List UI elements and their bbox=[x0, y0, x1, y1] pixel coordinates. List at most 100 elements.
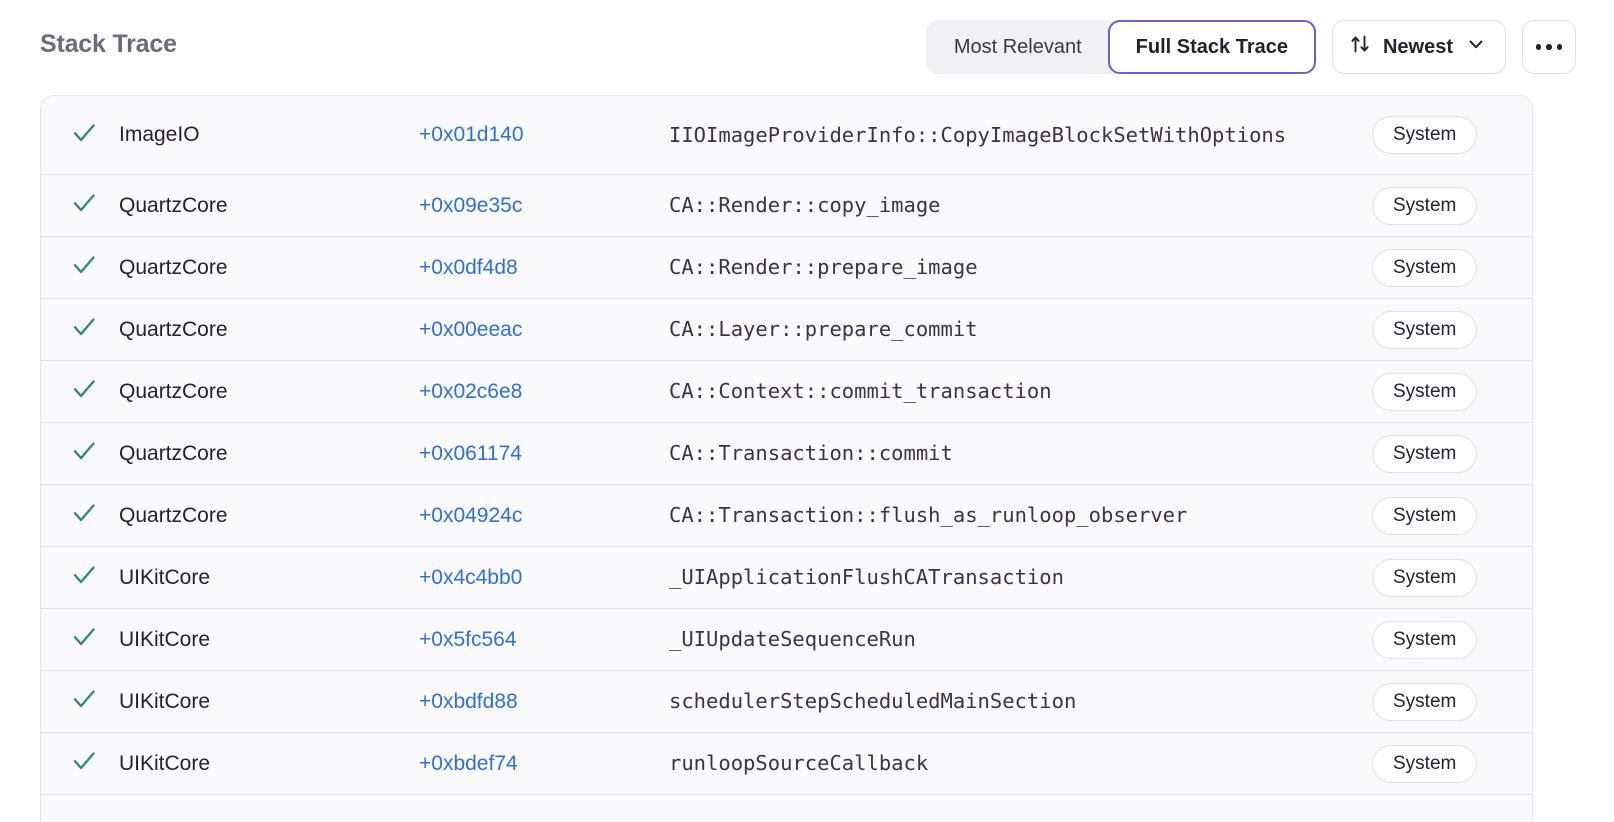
function-symbol: _UIApplicationFlushCATransaction bbox=[669, 565, 1064, 589]
function-symbol: IIOImageProviderInfo::CopyImageBlockSetW… bbox=[669, 122, 1287, 147]
badge-cell: System bbox=[1372, 116, 1532, 154]
badge-cell: System bbox=[1372, 310, 1532, 349]
checkmark-icon bbox=[71, 686, 97, 717]
badge-cell: System bbox=[1372, 620, 1532, 659]
row-status-cell[interactable] bbox=[41, 562, 119, 593]
function-symbol: schedulerStepScheduledMainSection bbox=[669, 689, 1077, 713]
tab-full-stack-trace[interactable]: Full Stack Trace bbox=[1107, 20, 1316, 74]
table-row[interactable]: UIKitCore +0xbdfd88 schedulerStepScheduled… bbox=[41, 671, 1532, 733]
checkmark-icon bbox=[71, 748, 97, 779]
binary-name: QuartzCore bbox=[119, 441, 228, 465]
address-offset-link[interactable]: +0x04924c bbox=[419, 503, 523, 527]
function-symbol: CA::Transaction::flush_as_runloop_observ… bbox=[669, 503, 1188, 527]
address-offset-link[interactable]: +0x02c6e8 bbox=[419, 379, 523, 403]
badge-cell: System bbox=[1372, 248, 1532, 287]
tab-most-relevant[interactable]: Most Relevant bbox=[925, 20, 1118, 74]
panel-header: Stack Trace Most Relevant Full Stack Tra… bbox=[0, 0, 1614, 95]
binary-name: QuartzCore bbox=[119, 379, 228, 403]
table-row[interactable]: QuartzCore +0x02c6e8 CA::Context::commit_t… bbox=[41, 361, 1532, 423]
row-status-cell[interactable] bbox=[41, 314, 119, 345]
address-offset-link[interactable]: +0x5fc564 bbox=[419, 627, 517, 651]
checkmark-icon bbox=[71, 314, 97, 345]
table-row[interactable]: UIKitCore +0x5fc564 _UIUpdateSequenceRun Sy… bbox=[41, 609, 1532, 671]
binary-name: QuartzCore bbox=[119, 193, 228, 217]
table-row[interactable]: ImageIO +0x01d140 IIOImageProviderInfo::Co… bbox=[41, 96, 1532, 175]
address-offset-link[interactable]: +0x01d140 bbox=[419, 123, 524, 146]
table-row[interactable]: QuartzCore +0x00eeac CA::Layer::prepare_co… bbox=[41, 299, 1532, 361]
table-row[interactable]: QuartzCore +0x04924c CA::Transaction::flus… bbox=[41, 485, 1532, 547]
row-status-cell[interactable] bbox=[41, 500, 119, 531]
table-row[interactable]: QuartzCore +0x061174 CA::Transaction::comm… bbox=[41, 423, 1532, 485]
function-symbol: runloopSourceCallback bbox=[669, 751, 929, 775]
stack-trace-mode-segmented-control[interactable]: Most Relevant Full Stack Trace bbox=[925, 20, 1316, 74]
address-offset-link[interactable]: +0x09e35c bbox=[419, 193, 523, 217]
status-badge: System bbox=[1372, 744, 1478, 783]
table-row[interactable]: QuartzCore +0x09e35c CA::Render::copy_imag… bbox=[41, 175, 1532, 237]
function-symbol: CA::Context::commit_transaction bbox=[669, 379, 1052, 403]
status-badge: System bbox=[1372, 434, 1478, 473]
checkmark-icon bbox=[71, 624, 97, 655]
address-offset-link[interactable]: +0xbdef74 bbox=[419, 751, 518, 775]
row-status-cell[interactable] bbox=[41, 748, 119, 779]
checkmark-icon bbox=[71, 376, 97, 407]
checkmark-icon bbox=[71, 438, 97, 469]
checkmark-icon bbox=[71, 190, 97, 221]
binary-name: UIKitCore bbox=[119, 689, 211, 713]
status-badge: System bbox=[1372, 372, 1478, 411]
status-badge: System bbox=[1372, 682, 1478, 721]
status-badge: System bbox=[1372, 186, 1478, 225]
row-status-cell[interactable] bbox=[41, 190, 119, 221]
status-badge: System bbox=[1372, 620, 1478, 659]
badge-cell: System bbox=[1372, 186, 1532, 225]
table-row[interactable]: UIKitCore +0xbdef74 runloopSourceCallback S… bbox=[41, 733, 1532, 795]
row-status-cell[interactable] bbox=[41, 686, 119, 717]
sort-button[interactable]: Newest bbox=[1331, 20, 1506, 74]
binary-name: ImageIO bbox=[119, 123, 200, 146]
row-status-cell[interactable] bbox=[41, 252, 119, 283]
badge-cell: System bbox=[1372, 682, 1532, 721]
checkmark-icon bbox=[71, 500, 97, 531]
binary-name: UIKitCore bbox=[119, 751, 211, 775]
function-symbol: CA::Render::prepare_image bbox=[669, 255, 978, 279]
function-symbol: CA::Transaction::commit bbox=[669, 441, 953, 465]
address-offset-link[interactable]: +0x4c4bb0 bbox=[419, 565, 523, 589]
table-row[interactable]: UIKitCore +0x4c4bb0 _UIApplicationFlushCAT… bbox=[41, 547, 1532, 609]
checkmark-icon bbox=[71, 120, 97, 151]
binary-name: UIKitCore bbox=[119, 627, 211, 651]
ellipsis-icon bbox=[1556, 44, 1563, 50]
binary-name: QuartzCore bbox=[119, 503, 228, 527]
status-badge: System bbox=[1372, 116, 1478, 154]
ellipsis-icon bbox=[1546, 44, 1552, 50]
page-title: Stack Trace bbox=[40, 30, 177, 58]
checkmark-icon bbox=[71, 562, 97, 593]
function-symbol: CA::Layer::prepare_commit bbox=[669, 317, 978, 341]
badge-cell: System bbox=[1372, 496, 1532, 535]
address-offset-link[interactable]: +0xbdfd88 bbox=[419, 689, 518, 713]
row-status-cell[interactable] bbox=[41, 624, 119, 655]
more-options-button[interactable] bbox=[1522, 20, 1576, 74]
binary-name: UIKitCore bbox=[119, 565, 211, 589]
address-offset-link[interactable]: +0x061174 bbox=[419, 441, 522, 465]
badge-cell: System bbox=[1372, 558, 1532, 597]
header-controls: Most Relevant Full Stack Trace Newest bbox=[925, 20, 1576, 74]
function-symbol: _UIUpdateSequenceRun bbox=[669, 627, 916, 651]
row-status-cell[interactable] bbox=[41, 438, 119, 469]
badge-cell: System bbox=[1372, 744, 1532, 783]
row-status-cell[interactable] bbox=[41, 376, 119, 407]
function-symbol: CA::Render::copy_image bbox=[669, 193, 941, 217]
sort-button-label: Newest bbox=[1382, 35, 1453, 58]
status-badge: System bbox=[1372, 496, 1478, 535]
status-badge: System bbox=[1372, 558, 1478, 597]
checkmark-icon bbox=[71, 252, 97, 283]
address-offset-link[interactable]: +0x00eeac bbox=[419, 317, 523, 341]
status-badge: System bbox=[1372, 248, 1478, 287]
row-status-cell[interactable] bbox=[41, 120, 119, 151]
address-offset-link[interactable]: +0x0df4d8 bbox=[419, 255, 518, 279]
binary-name: QuartzCore bbox=[119, 317, 228, 341]
stack-trace-table: ImageIO +0x01d140 IIOImageProviderInfo::Co… bbox=[40, 95, 1533, 822]
chevron-down-icon bbox=[1465, 33, 1487, 61]
status-badge: System bbox=[1372, 310, 1478, 349]
ellipsis-icon bbox=[1535, 44, 1542, 50]
